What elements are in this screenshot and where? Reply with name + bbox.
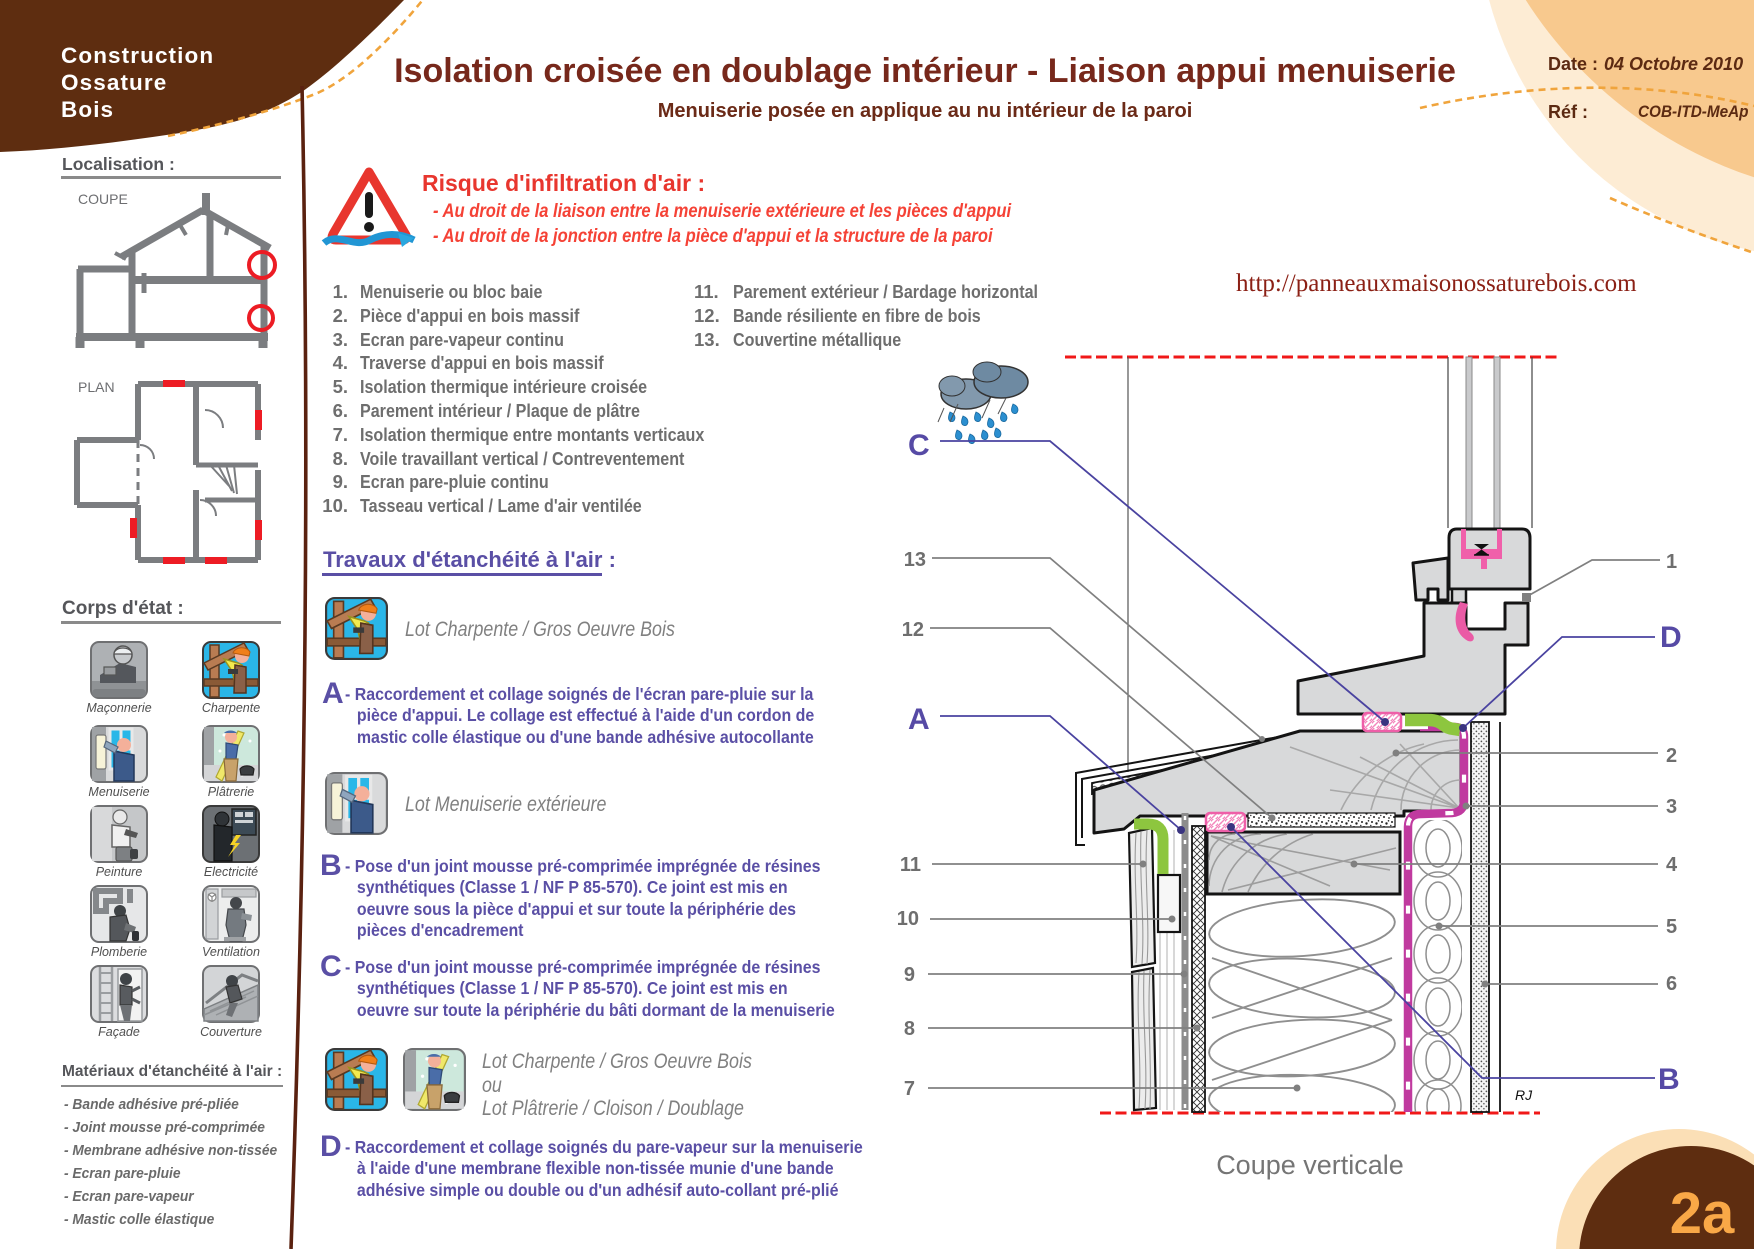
svg-text:9: 9 — [904, 964, 915, 986]
svg-text:13: 13 — [904, 549, 926, 571]
svg-text:2a: 2a — [1670, 1181, 1735, 1246]
svg-text:4: 4 — [1666, 854, 1678, 876]
svg-text:7: 7 — [904, 1078, 915, 1100]
svg-text:5: 5 — [1666, 916, 1677, 938]
svg-text:D: D — [1660, 621, 1682, 654]
svg-text:11: 11 — [900, 854, 921, 876]
svg-text:8: 8 — [904, 1018, 915, 1040]
svg-text:10: 10 — [897, 908, 919, 930]
svg-text:C: C — [908, 429, 930, 462]
svg-text:1: 1 — [1666, 551, 1677, 573]
svg-text:6: 6 — [1666, 973, 1677, 995]
svg-text:B: B — [1658, 1063, 1680, 1096]
svg-text:RJ: RJ — [1515, 1087, 1533, 1103]
svg-text:3: 3 — [1666, 796, 1677, 818]
svg-text:A: A — [908, 703, 930, 736]
svg-text:12: 12 — [902, 619, 924, 641]
svg-text:2: 2 — [1666, 745, 1677, 767]
